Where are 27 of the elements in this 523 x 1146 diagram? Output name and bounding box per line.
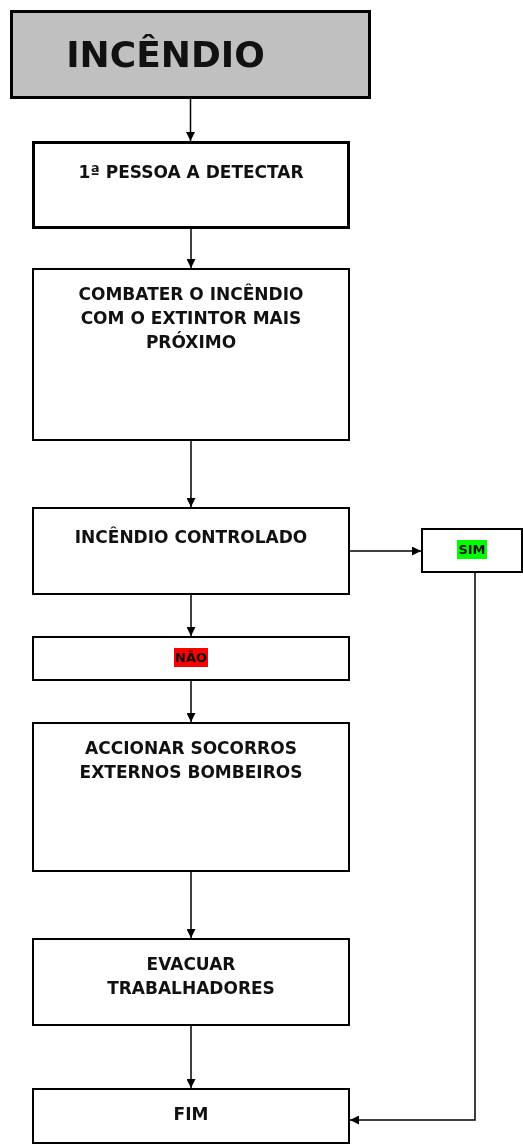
step-text: 1ª PESSOA A DETECTAR: [78, 161, 304, 184]
step-text: EVACUAR TRABALHADORES: [106, 953, 276, 1000]
arrow: [186, 680, 196, 723]
process-box: [32, 938, 350, 1026]
arrow: [186, 871, 196, 939]
title-text: INCÊNDIO: [66, 33, 265, 77]
step-text: ACCIONAR SOCORROS EXTERNOS BOMBEIROS: [78, 737, 304, 784]
step-text: COMBATER O INCÊNDIO COM O EXTINTOR MAIS PRÓXIMO: [77, 282, 305, 354]
process-box: [32, 722, 350, 872]
answer-label: SIM: [457, 540, 487, 559]
title-box: [10, 10, 371, 99]
arrow: [186, 1025, 196, 1089]
decision-box: [32, 507, 350, 595]
arrow: [186, 228, 196, 269]
arrow: [186, 440, 196, 508]
arrow: [349, 572, 476, 1125]
answer-box: [421, 528, 523, 573]
arrow: [186, 98, 195, 142]
step-text: FIM: [173, 1103, 209, 1126]
arrow: [186, 594, 196, 637]
answer-box: [32, 636, 350, 681]
process-box: [32, 141, 350, 229]
end-box: [32, 1088, 350, 1144]
step-text: INCÊNDIO CONTROLADO: [74, 525, 308, 549]
arrow: [349, 546, 422, 556]
process-box: [32, 268, 350, 441]
answer-label: NÃO: [174, 648, 208, 667]
